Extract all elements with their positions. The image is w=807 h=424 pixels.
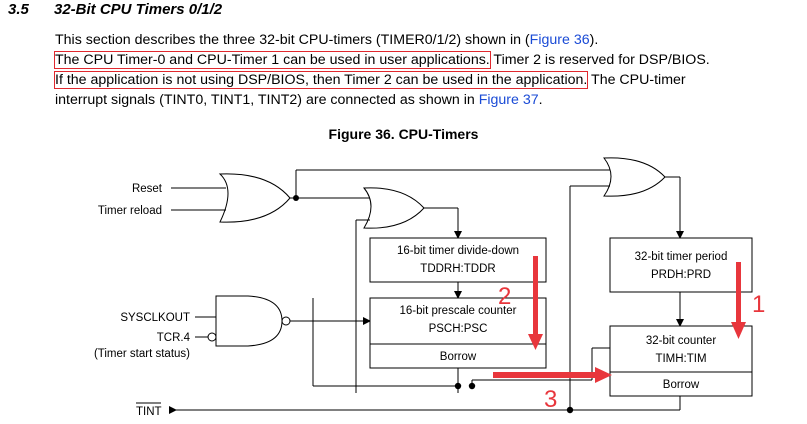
junction-dot — [454, 382, 462, 390]
highlighted-sentence-2: If the application is not using DSP/BIOS… — [53, 71, 589, 89]
paragraph-text: This section describes the three 32-bit … — [55, 32, 530, 48]
and-gate — [215, 295, 283, 347]
timer-reload-label: Timer reload — [98, 205, 162, 217]
paragraph-line-1: This section describes the three 32-bit … — [55, 30, 803, 50]
paragraph-line-2: The CPU Timer-0 and CPU-Timer 1 can be u… — [54, 50, 803, 70]
section-paragraph: This section describes the three 32-bit … — [53, 30, 803, 110]
section-number: 3.5 — [8, 1, 29, 18]
prescale-title: 16-bit prescale counter — [400, 305, 517, 317]
junction-dot — [468, 382, 476, 390]
counter-title: 32-bit counter — [646, 335, 716, 347]
paragraph-line-3: If the application is not using DSP/BIOS… — [53, 70, 803, 90]
figure-title: Figure 36. CPU-Timers — [328, 126, 479, 142]
tcr4-label: TCR.4 — [157, 332, 191, 344]
tcr4-note: (Timer start status) — [94, 348, 190, 360]
annotations: 2 1 3 — [493, 256, 765, 413]
tcr4-inversion-bubble — [207, 332, 217, 342]
junction-dot — [293, 195, 299, 201]
annotation-arrow-2 — [528, 256, 543, 350]
section-title: 32-Bit CPU Timers 0/1/2 — [54, 1, 223, 18]
or-gate-1 — [218, 173, 291, 223]
annotation-number-3: 3 — [544, 386, 557, 413]
annotation-number-2: 2 — [498, 283, 511, 310]
counter-register: TIMH:TIM — [655, 353, 706, 365]
paragraph-text: interrupt signals (TINT0, TINT1, TINT2) … — [55, 92, 479, 108]
sysclkout-label: SYSCLKOUT — [120, 312, 190, 324]
figure-37-link[interactable]: Figure 37 — [478, 92, 539, 108]
or-gate-2 — [362, 187, 425, 229]
counter-borrow-label: Borrow — [663, 379, 700, 391]
prescale-register: PSCH:PSC — [429, 323, 488, 335]
paragraph-text: Timer 2 is reserved for DSP/BIOS. — [489, 52, 710, 68]
highlighted-sentence-1: The CPU Timer-0 and CPU-Timer 1 can be u… — [54, 51, 491, 69]
paragraph-text: . — [538, 92, 543, 108]
prescale-block — [369, 297, 547, 369]
or-gate-3 — [603, 157, 666, 197]
prescale-borrow-label: Borrow — [440, 351, 477, 363]
reset-label: Reset — [132, 183, 163, 195]
paragraph-text: The CPU-timer — [587, 72, 686, 88]
period-title: 32-bit timer period — [635, 251, 728, 263]
tint-label: TINT — [136, 406, 162, 418]
annotation-arrow-3 — [493, 367, 612, 383]
counter-block — [609, 325, 753, 397]
divide-down-title: 16-bit timer divide-down — [397, 245, 519, 257]
divide-down-register: TDDRH:TDDR — [420, 263, 495, 275]
and-inversion-bubble — [281, 316, 291, 326]
period-block — [609, 237, 753, 293]
figure-36-link[interactable]: Figure 36 — [529, 32, 590, 48]
period-register: PRDH:PRD — [651, 269, 711, 281]
annotation-number-1: 1 — [752, 291, 765, 318]
paragraph-text: ). — [589, 32, 599, 48]
paragraph-line-4: interrupt signals (TINT0, TINT1, TINT2) … — [55, 90, 803, 110]
annotation-arrow-1 — [731, 262, 746, 339]
junction-dot — [566, 406, 574, 414]
divide-down-block — [369, 237, 547, 283]
